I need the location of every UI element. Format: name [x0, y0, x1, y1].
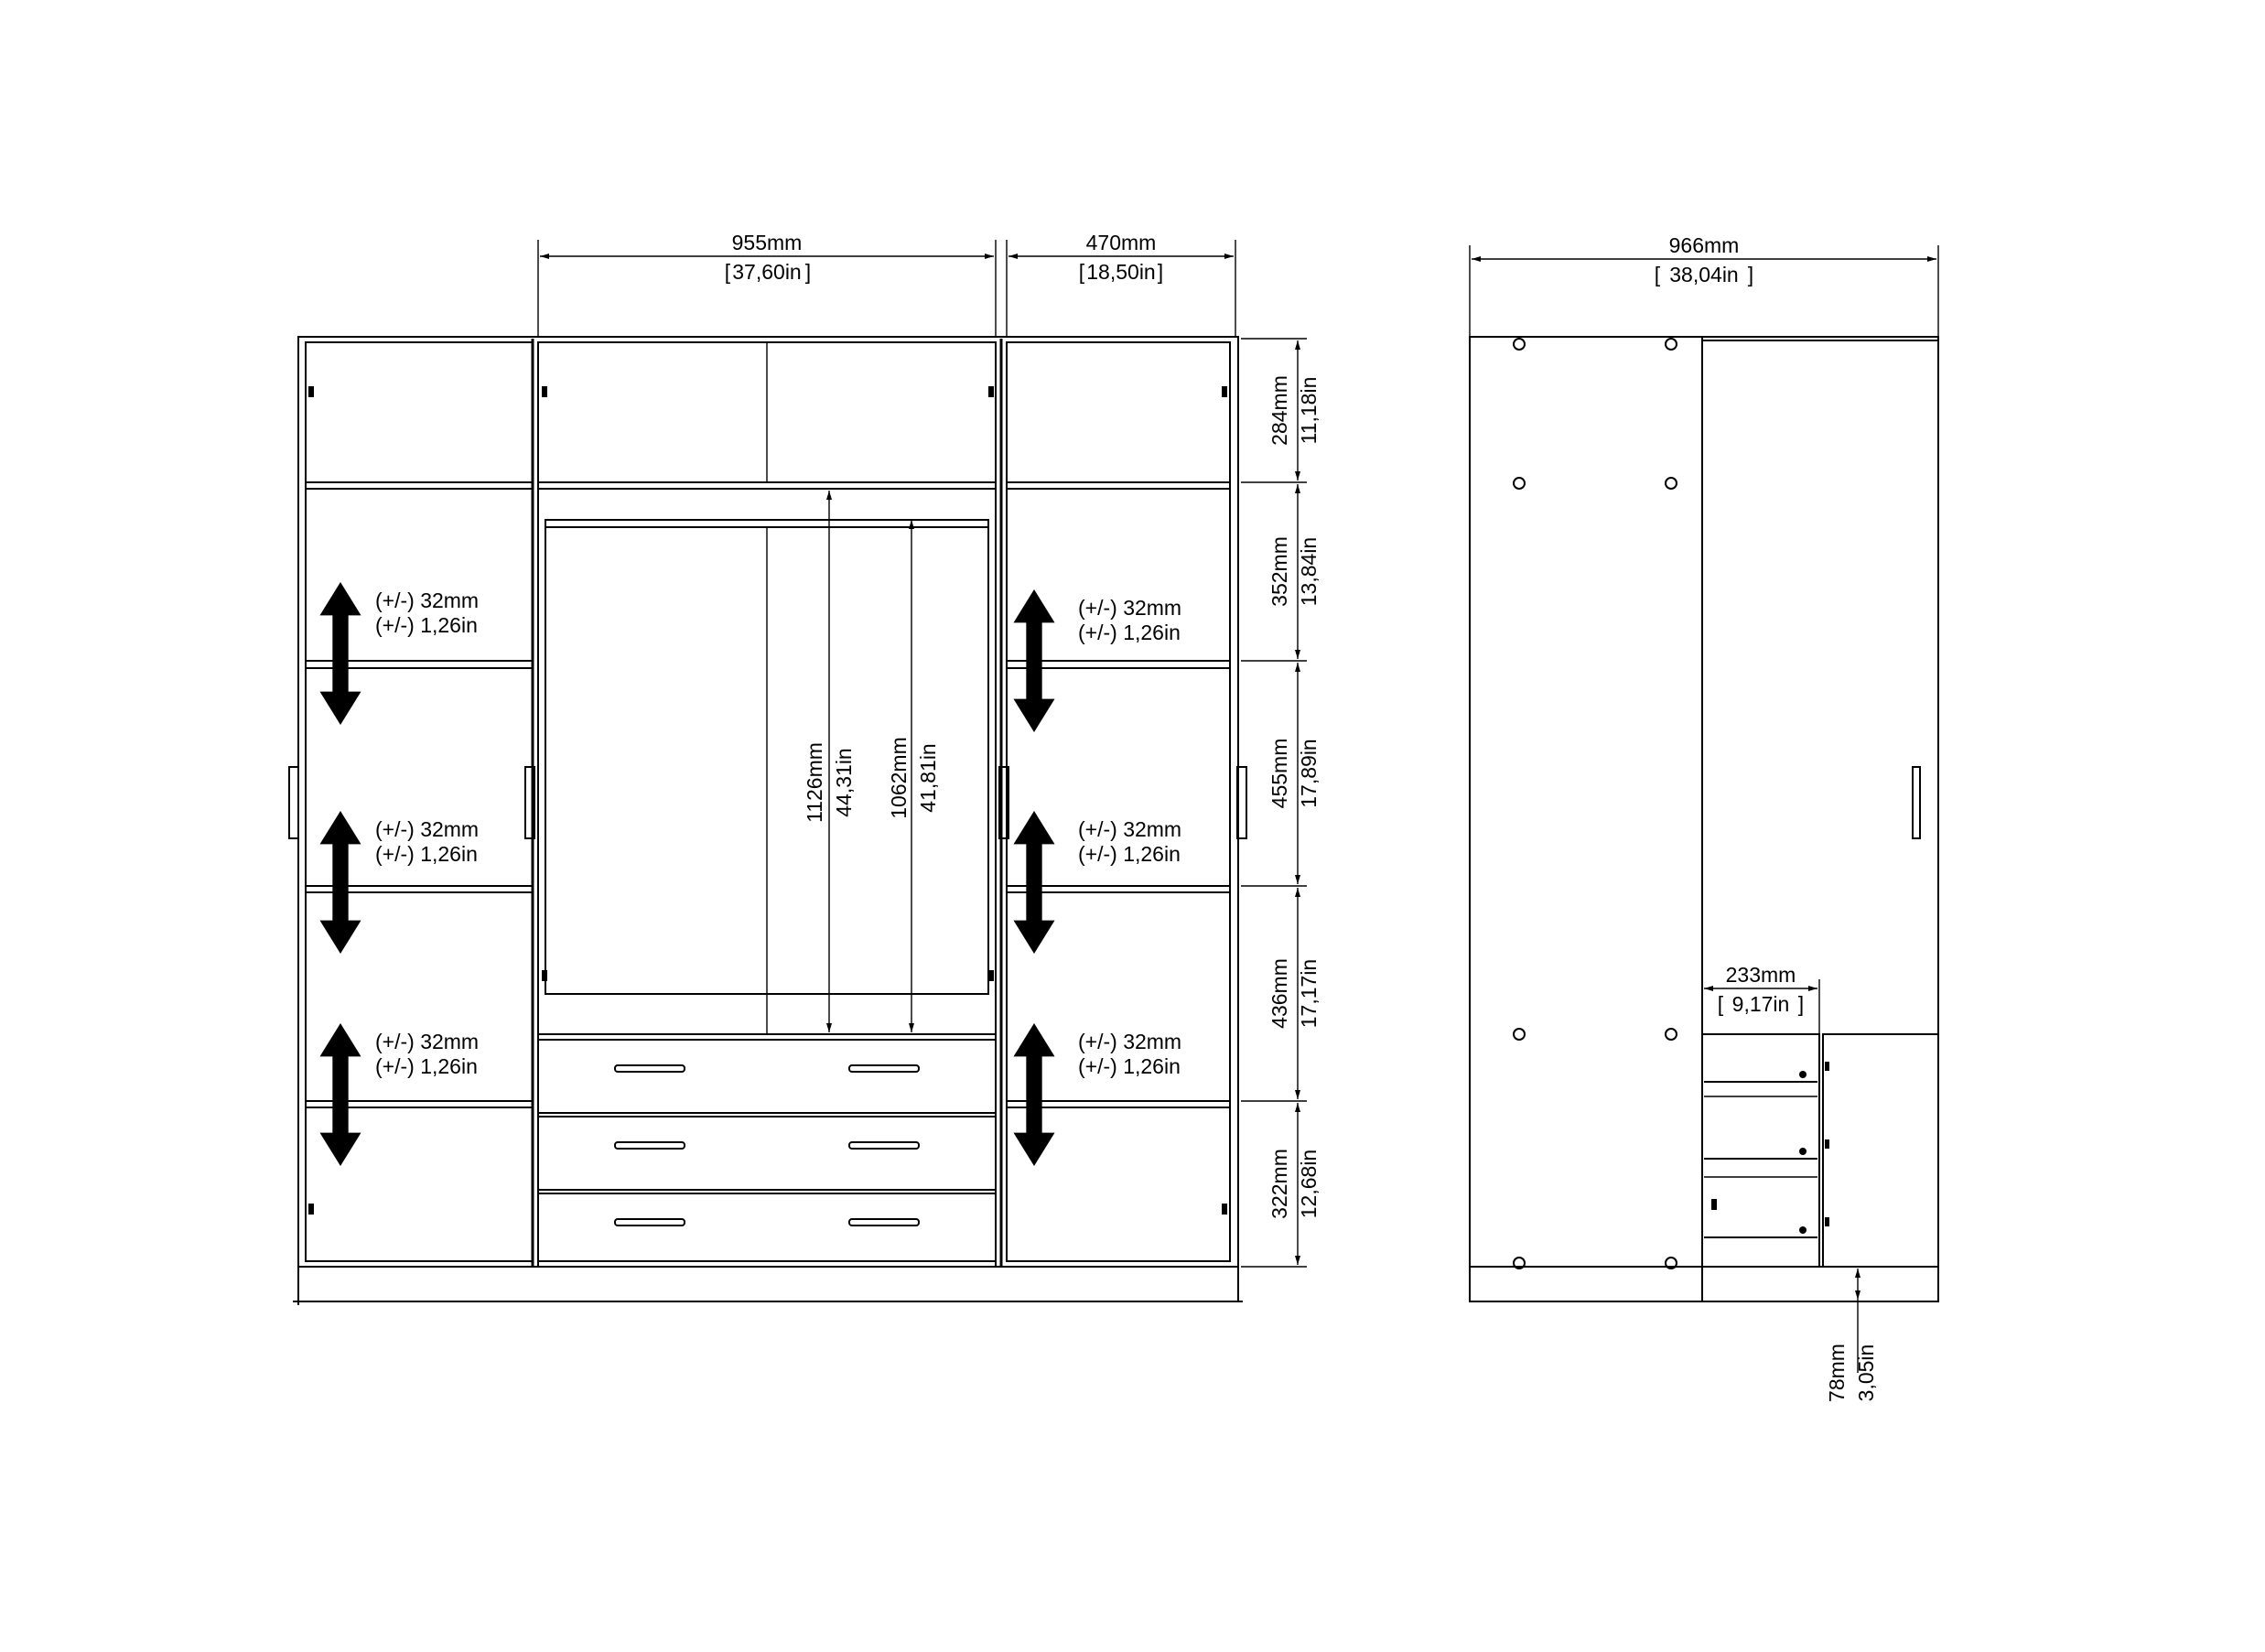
svg-text:]: ] [1748, 263, 1753, 286]
svg-text:[: [ [1079, 260, 1085, 284]
right-compartment [1006, 341, 1231, 1262]
adjust-label-mm: (+/-) 32mm [375, 1030, 479, 1053]
hole [1513, 1257, 1526, 1269]
hole [1665, 477, 1677, 490]
hole [1665, 338, 1677, 351]
hinge [308, 1204, 314, 1215]
side-handle [1912, 766, 1921, 839]
dim-inner-width-mm: 955mm [732, 231, 803, 254]
dim-depth-in: 38,04in [1669, 263, 1738, 286]
side-panel [1469, 336, 1703, 1302]
adjust-label-mm: (+/-) 32mm [1078, 1030, 1181, 1053]
dim-height-mm: 352mm [1267, 536, 1291, 607]
adjust-label-mm: (+/-) 32mm [1078, 596, 1181, 620]
drawer-1 [537, 1039, 997, 1114]
adjust-label-in: (+/-) 1,26in [375, 842, 478, 866]
svg-text:[: [ [1718, 992, 1724, 1016]
door-handle [998, 766, 1009, 839]
drawer-handle [614, 1218, 685, 1226]
drawer-2 [537, 1116, 997, 1191]
drawer-handle [848, 1064, 920, 1073]
dim-drawer-depth-mm: 233mm [1726, 963, 1796, 987]
svg-text:]: ] [805, 260, 811, 284]
dim-height-mm: 436mm [1267, 958, 1291, 1029]
shelf-adjust-indicators: (+/-) 32mm(+/-) 1,26in(+/-) 32mm(+/-) 1,… [319, 582, 1181, 1166]
plinth [297, 1266, 1239, 1302]
hinge [988, 970, 994, 981]
adjust-label-in: (+/-) 1,26in [375, 1054, 478, 1078]
side-carcass-outline [1469, 336, 1939, 1302]
dim-plinth-in: 3,05in [1854, 1344, 1878, 1402]
hinge [1222, 1204, 1227, 1215]
hole [1513, 477, 1526, 490]
adjust-label-in: (+/-) 1,26in [1078, 1054, 1181, 1078]
door-handle [1236, 766, 1247, 839]
dim-hanging-mm: 1126mm [803, 742, 826, 823]
hinge [542, 386, 547, 397]
front-view: 955mm 37,60in [ ] 470mm 18,50in [ ] 1126… [288, 231, 1321, 1305]
adjust-label-mm: (+/-) 32mm [1078, 817, 1181, 841]
double-arrow-icon [1013, 1023, 1055, 1166]
dim-height-in: 13,84in [1297, 537, 1321, 606]
dim-height-mm: 284mm [1267, 375, 1291, 446]
side-view: 966mm 38,04in [ ] 233mm 9,17in [ ] 78mm … [1469, 233, 1939, 1402]
svg-text:]: ] [1158, 260, 1163, 284]
drawer-handle [848, 1141, 920, 1150]
hinge [1222, 386, 1227, 397]
dim-height-in: 12,68in [1297, 1150, 1321, 1218]
dim-height-in: 17,89in [1297, 739, 1321, 807]
adjust-label-mm: (+/-) 32mm [375, 817, 479, 841]
double-arrow-icon [319, 582, 361, 725]
hinge [542, 970, 547, 981]
drawer-handle [614, 1064, 685, 1073]
dim-depth-mm: 966mm [1669, 233, 1740, 257]
adjust-label-in: (+/-) 1,26in [1078, 842, 1181, 866]
drawer-front-side [1822, 1033, 1939, 1268]
dim-hanging2-mm: 1062mm [887, 737, 911, 818]
drawer-handle [848, 1218, 920, 1226]
hinge [988, 386, 994, 397]
drawer-handle [614, 1141, 685, 1150]
hole [1513, 338, 1526, 351]
dim-hanging-in: 44,31in [832, 748, 856, 816]
door-handle [524, 766, 535, 839]
door-handle [288, 766, 299, 839]
drawer-3 [537, 1193, 997, 1268]
dim-height-mm: 322mm [1267, 1149, 1291, 1219]
dim-height-in: 11,18in [1297, 377, 1321, 445]
svg-text:[: [ [725, 260, 731, 284]
hole [1665, 1257, 1677, 1269]
dim-section-width-in: 18,50in [1086, 260, 1155, 284]
dim-section-width-mm: 470mm [1086, 231, 1157, 254]
dim-hanging2-in: 41,81in [916, 743, 940, 812]
hanging-rail [545, 519, 989, 528]
dim-plinth-mm: 78mm [1825, 1344, 1849, 1402]
dim-height-mm: 455mm [1267, 739, 1291, 809]
svg-text:]: ] [1798, 992, 1804, 1016]
hole [1665, 1028, 1677, 1041]
double-arrow-icon [319, 1023, 361, 1166]
adjust-label-in: (+/-) 1,26in [1078, 621, 1181, 644]
dim-height-in: 17,17in [1297, 959, 1321, 1028]
dim-drawer-depth-in: 9,17in [1732, 992, 1790, 1016]
hinge [308, 386, 314, 397]
adjust-label-in: (+/-) 1,26in [375, 613, 478, 637]
double-arrow-icon [1013, 811, 1055, 954]
dim-inner-width-in: 37,60in [732, 260, 801, 284]
adjust-label-mm: (+/-) 32mm [375, 588, 479, 612]
double-arrow-icon [319, 811, 361, 954]
svg-text:[: [ [1655, 263, 1661, 286]
hole [1513, 1028, 1526, 1041]
